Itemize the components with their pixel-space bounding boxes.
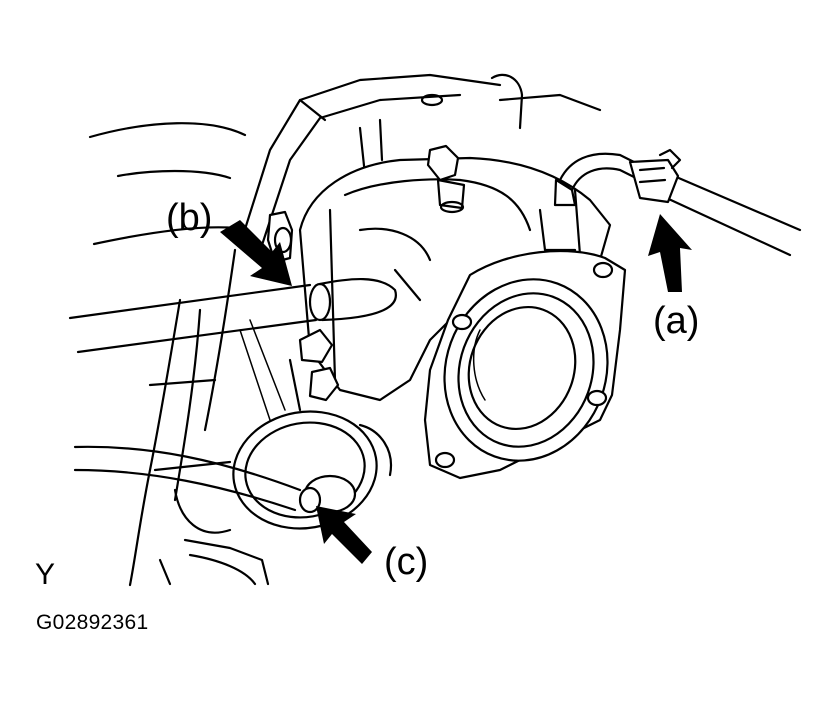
arrow-a (648, 214, 692, 292)
view-letter: Y (35, 558, 56, 591)
hose-b (68, 210, 397, 354)
top-bolt (426, 144, 466, 214)
throttle-body-housing (298, 156, 612, 402)
lower-bolt (288, 328, 340, 412)
callout-label-b: (b) (166, 197, 213, 239)
figure-code: G02892361 (36, 611, 149, 634)
diaphragm-unit (232, 410, 393, 530)
callout-label-a: (a) (653, 300, 700, 342)
hose-a (553, 148, 802, 257)
arrow-b (220, 220, 292, 286)
callout-label-c: (c) (384, 541, 429, 583)
upper-bracket (238, 73, 602, 247)
hose-c (73, 445, 322, 586)
throttle-flange (423, 250, 627, 480)
arrow-c (316, 506, 372, 564)
